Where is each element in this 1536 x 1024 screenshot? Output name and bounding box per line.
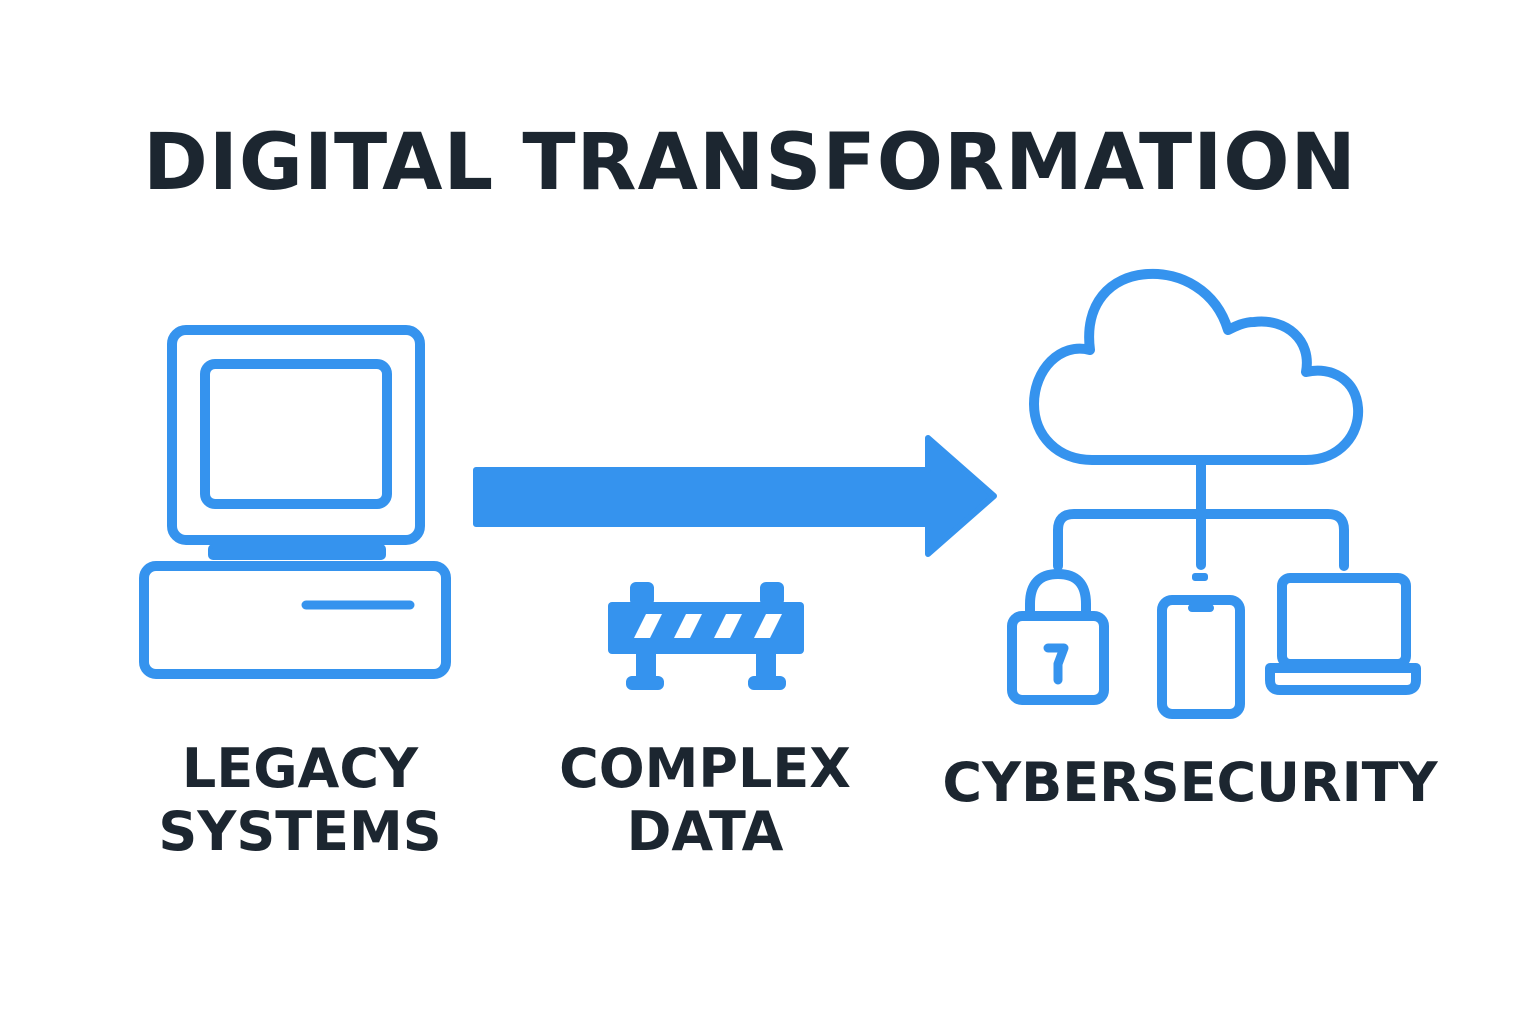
complex-data-label-line2: DATA [626, 799, 784, 863]
complex-data-label-line1: COMPLEX [559, 737, 851, 800]
complex-data-label: COMPLEX DATA [520, 737, 890, 863]
transformation-arrow [473, 435, 997, 557]
cloud-icon [1029, 268, 1364, 465]
cybersecurity-label: CYBERSECURITY [920, 751, 1460, 815]
diagram-title: DIGITAL TRANSFORMATION [143, 118, 1357, 208]
legacy-systems-label: LEGACY SYSTEMS [130, 737, 470, 863]
legacy-computer-icon [139, 325, 451, 679]
barrier-icon [608, 582, 804, 690]
cybersecurity-label-line1: CYBERSECURITY [942, 751, 1438, 814]
legacy-systems-label-line2: SYSTEMS [158, 799, 442, 863]
laptop-icon [1265, 573, 1421, 695]
legacy-systems-label-line1: LEGACY [181, 737, 419, 800]
cloud-network-icon [1007, 268, 1421, 719]
phone-icon [1157, 595, 1245, 719]
padlock-icon [1007, 569, 1109, 705]
